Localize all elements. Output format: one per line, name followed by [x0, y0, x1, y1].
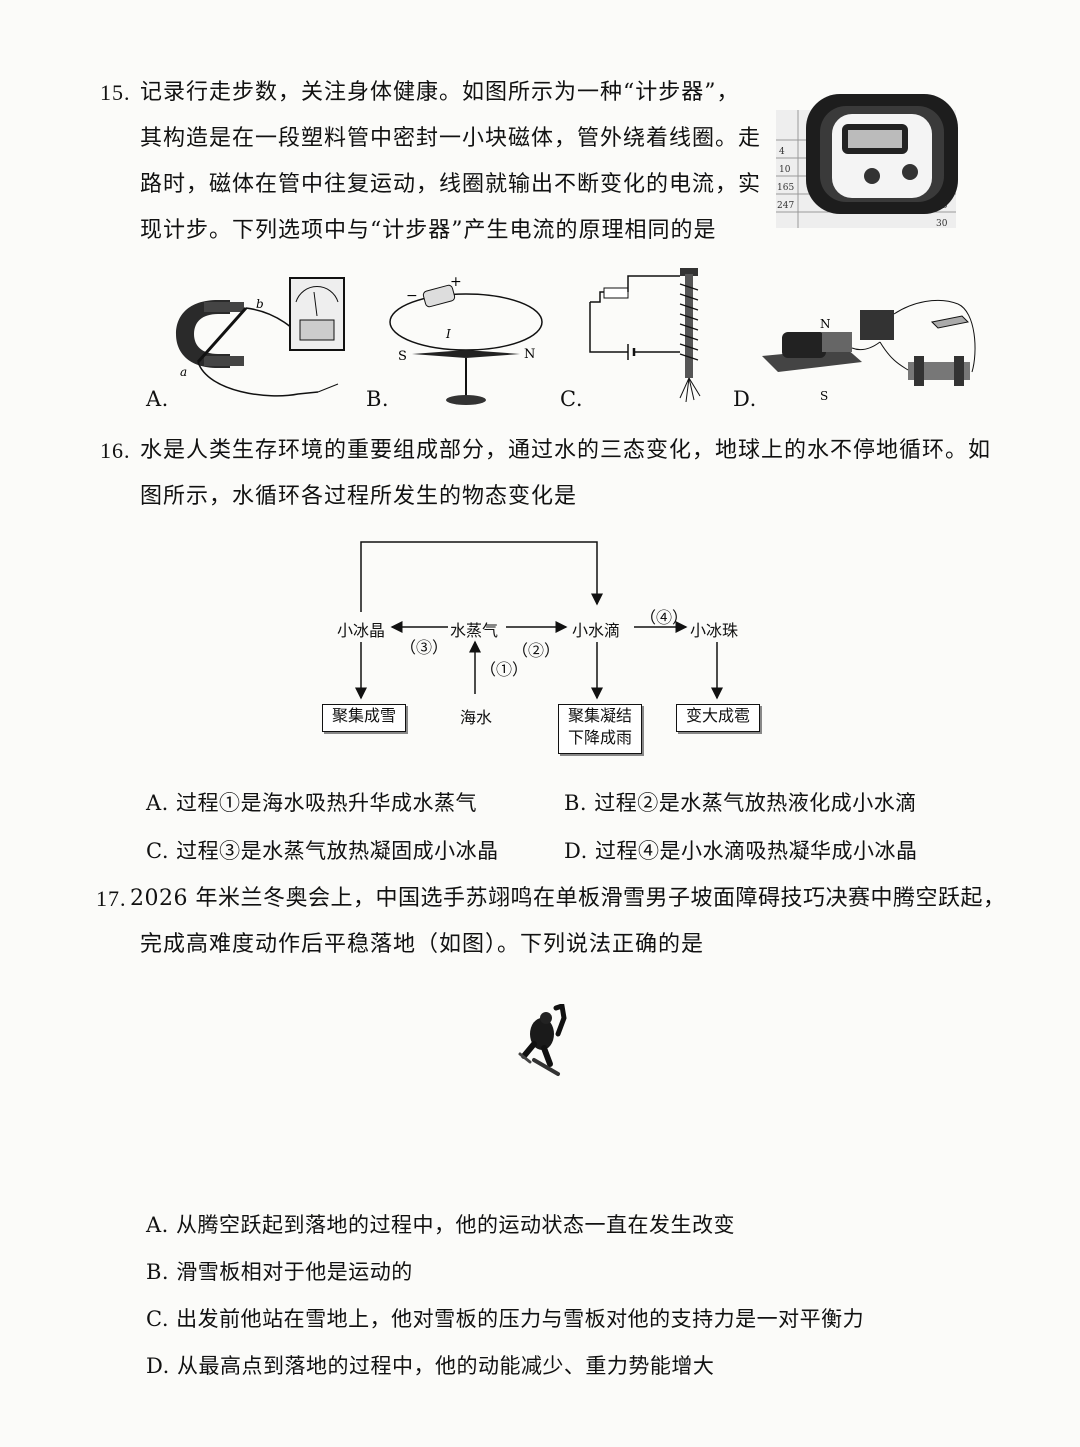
- process-label-3: （③）: [400, 638, 449, 657]
- q17-option-c: C. 出发前他站在雪地上，他对雪板的压力与雪板对他的支持力是一对平衡力: [146, 1307, 865, 1331]
- magnet-n-label: N: [820, 317, 831, 331]
- q16-option-d: D. 过程④是小水滴吸热凝华成小冰晶: [564, 839, 918, 863]
- table-value: 10: [779, 165, 791, 175]
- q15-figure-c: [589, 268, 701, 403]
- q17-line-2: 完成高难度动作后平稳落地（如图）。下列说法正确的是: [140, 932, 705, 957]
- q17-option-b: B. 滑雪板相对于他是运动的: [146, 1260, 413, 1284]
- wire-label-b: b: [256, 297, 264, 311]
- q17-option-d: D. 从最高点到落地的过程中，他的动能减少、重力势能增大: [146, 1354, 715, 1378]
- process-label-2: （②）: [512, 641, 561, 660]
- q15-figure-d: N S: [762, 299, 976, 403]
- minus-label: −: [406, 288, 418, 304]
- q17-number: 17.: [96, 886, 127, 911]
- process-label-1: （①）: [480, 660, 529, 679]
- q15-option-d: D.: [733, 387, 757, 411]
- current-label: I: [445, 327, 451, 341]
- table-value: 247: [777, 201, 794, 211]
- node-water-vapor: 水蒸气: [450, 621, 499, 640]
- q16-option-a: A. 过程①是海水吸热升华成水蒸气: [146, 791, 478, 815]
- q16-line-1: 水是人类生存环境的重要组成部分，通过水的三态变化，地球上的水不停地循环。如: [140, 438, 992, 463]
- wire-label-a: a: [180, 365, 187, 379]
- q17-option-a: A. 从腾空跃起到落地的过程中，他的运动状态一直在发生改变: [146, 1213, 736, 1237]
- box-rain: 聚集凝结 下降成雨: [558, 704, 642, 754]
- node-ice-crystal: 小冰晶: [337, 621, 386, 640]
- compass-s-label: S: [398, 349, 407, 364]
- water-cycle-diagram: [355, 541, 723, 700]
- q17-line-1: 2026 年米兰冬奥会上，中国选手苏翊鸣在单板滑雪男子坡面障碍技巧决赛中腾空跃起…: [130, 886, 1006, 911]
- q15-line-3: 路时，磁体在管中往复运动，线圈就输出不断变化的电流，实: [140, 172, 762, 197]
- node-seawater: 海水: [460, 708, 493, 727]
- box-hail: 变大成雹: [676, 704, 760, 732]
- node-ice-ball: 小冰珠: [690, 621, 739, 640]
- q16-option-b: B. 过程②是水蒸气放热液化成小水滴: [564, 791, 917, 815]
- pedometer-image: 4 10 165 247 35 30: [776, 94, 958, 228]
- q15-option-c: C.: [560, 387, 583, 411]
- q15-option-a: A.: [146, 387, 169, 411]
- table-value: 4: [779, 147, 785, 157]
- box-rain-line-2: 下降成雨: [567, 728, 632, 747]
- plus-label: +: [450, 274, 462, 290]
- q15-option-b: B.: [366, 387, 390, 411]
- table-value: 30: [936, 219, 948, 228]
- box-rain-line-1: 聚集凝结: [567, 706, 632, 725]
- process-label-4: （④）: [640, 608, 689, 627]
- q15-line-1: 记录行走步数，关注身体健康。如图所示为一种“计步器”，: [140, 80, 740, 105]
- q16-number: 16.: [100, 438, 131, 463]
- box-snow: 聚集成雪: [322, 704, 406, 732]
- q15-number: 15.: [100, 80, 131, 105]
- q15-figure-a: b a: [176, 277, 345, 397]
- compass-n-label: N: [524, 347, 535, 362]
- q16-line-2: 图所示，水循环各过程所发生的物态变化是: [140, 484, 578, 509]
- q15-line-2: 其构造是在一段塑料管中密封一小块磁体，管外绕着线圈。走: [140, 126, 762, 151]
- magnet-s-label: S: [820, 389, 828, 403]
- q15-figure-b: + − I S N: [389, 274, 543, 405]
- table-value: 165: [777, 183, 794, 193]
- q15-line-4: 现计步。下列选项中与“计步器”产生电流的原理相同的是: [140, 218, 717, 243]
- q16-option-c: C. 过程③是水蒸气放热凝固成小冰晶: [146, 839, 499, 863]
- node-droplet: 小水滴: [572, 621, 621, 640]
- snowboarder-image: [518, 1004, 567, 1076]
